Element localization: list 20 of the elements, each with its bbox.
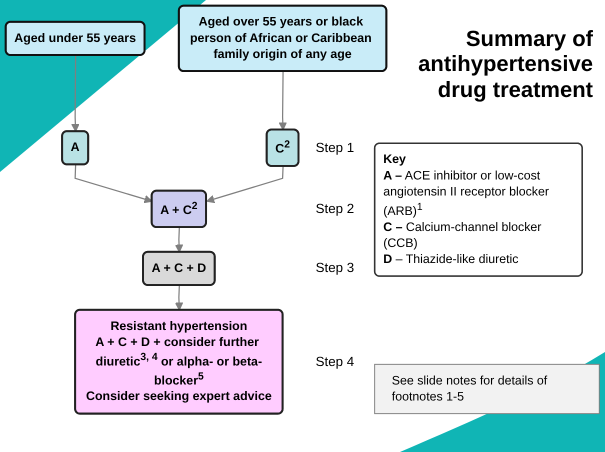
treatment-box: C$^{2}$ xyxy=(266,128,300,167)
arrow xyxy=(174,228,184,253)
arrow xyxy=(206,166,284,204)
treatment-box: A + C + D xyxy=(142,250,216,286)
arrow xyxy=(71,55,80,132)
step-label: Step 4 xyxy=(316,354,354,370)
criteria-box: Aged under 55 years xyxy=(4,20,146,56)
key-box: Key A – ACE inhibitor or low-cost angiotensin II receptor blocker (ARB)$^{1}$ C – Calcium-channel blocker (CCB) D – Thiazide-like diuretic xyxy=(374,142,583,277)
arrow xyxy=(174,285,184,311)
step-label: Step 3 xyxy=(316,260,354,276)
note-box: See slide notes for details of footnotes 1-5 xyxy=(374,364,600,414)
treatment-box: A xyxy=(61,130,90,166)
step-label: Step 2 xyxy=(316,200,354,217)
arrow xyxy=(74,164,153,204)
arrow xyxy=(278,72,287,130)
treatment-box: Resistant hypertension A + C + D + consider further diuretic$^{3, 4}$ or alpha- or beta-blocker$^{5}$ Consider seeking expert advice xyxy=(74,308,284,415)
criteria-box: Aged over 55 years or black person of African or Caribbean family origin of any age xyxy=(178,4,388,72)
treatment-box: A + C$^{2}$ xyxy=(150,190,208,228)
title: Summary of antihypertensive drug treatment xyxy=(417,26,593,102)
step-label: Step 1 xyxy=(316,140,354,156)
